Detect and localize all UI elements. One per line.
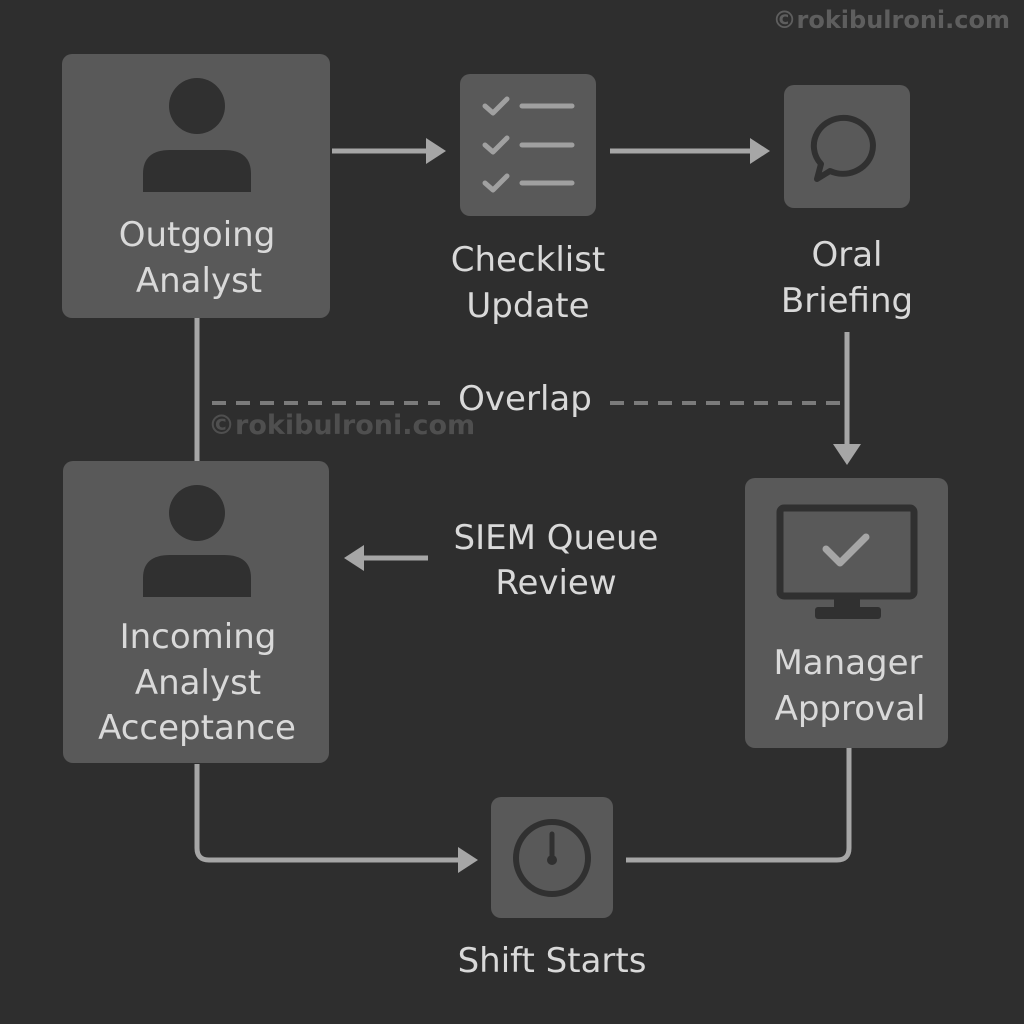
edge-oral-to-manager-arrowhead [833,444,861,465]
checklist-icon [482,96,575,193]
node-oral-briefing-box [784,85,910,208]
edge-siem-label-line2: Review [495,563,616,603]
clock-icon [513,819,591,897]
edge-siem-label-line1: SIEM Queue [454,518,659,558]
node-outgoing-analyst-label-line1: Outgoing [119,215,276,255]
watermark-top-right: ©rokibulroni.com [773,6,1010,34]
node-oral-briefing-label-line2: Briefing [781,281,913,321]
node-incoming-analyst-acceptance-box [63,461,329,763]
person-icon [143,78,251,192]
node-manager-approval-label-line1: Manager [773,643,922,683]
speech-bubble-icon [810,114,876,182]
node-outgoing-analyst: Outgoing Analyst [62,54,330,318]
edge-checklist-to-oral-arrowhead [750,138,770,164]
edge-siem-review-arrowhead [344,545,364,571]
monitor-check-icon [776,504,918,619]
node-incoming-analyst-acceptance: Incoming Analyst Acceptance [63,461,329,763]
node-shift-starts-label: Shift Starts [458,941,647,981]
node-checklist-update-label-line2: Update [466,286,589,326]
node-shift-starts: Shift Starts [458,797,647,981]
edge-incoming-to-shift-arrowhead [458,847,478,873]
node-oral-briefing: Oral Briefing [781,85,913,321]
node-manager-approval-label-line2: Approval [775,689,926,729]
node-checklist-update-label-line1: Checklist [451,240,606,280]
person-icon [143,485,251,597]
edge-overlap-label: Overlap [458,379,592,419]
node-checklist-update: Checklist Update [451,74,606,326]
node-manager-approval: Manager Approval [745,478,948,748]
node-incoming-label-line2: Analyst [135,663,261,703]
edge-manager-to-shift [626,748,852,863]
watermark-center: ©rokibulroni.com [208,410,475,441]
edge-incoming-to-shift [194,764,460,863]
node-outgoing-analyst-label-line2: Analyst [136,261,262,301]
node-oral-briefing-label-line1: Oral [811,235,882,275]
edge-outgoing-to-checklist-arrowhead [426,138,446,164]
node-incoming-label-line3: Acceptance [98,708,296,748]
node-incoming-label-line1: Incoming [120,617,277,657]
